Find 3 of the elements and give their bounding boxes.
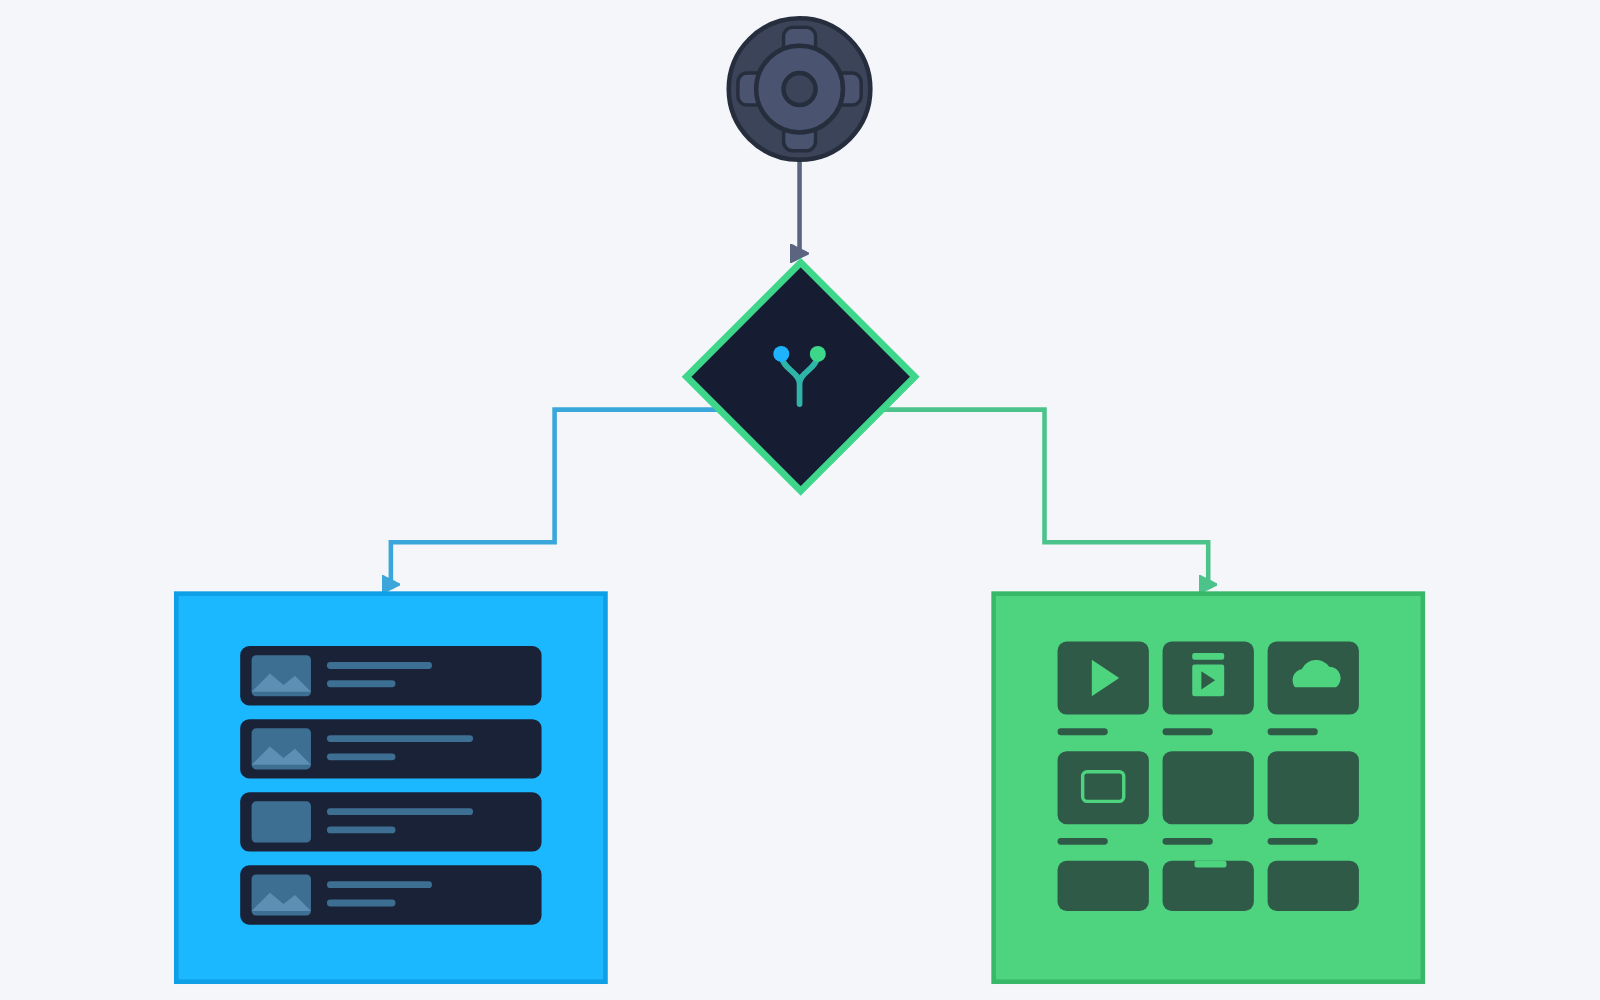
arrow — [881, 407, 1219, 595]
arrow — [381, 407, 719, 595]
arrow — [789, 157, 811, 264]
